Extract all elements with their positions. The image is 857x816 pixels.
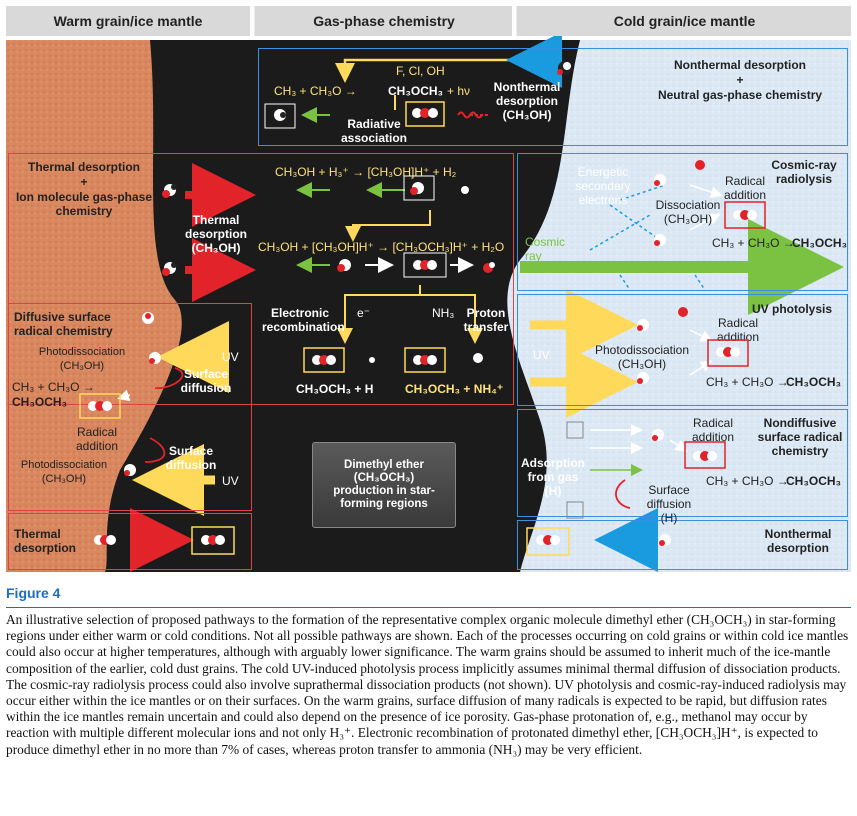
header-cold: Cold grain/ice mantle	[518, 6, 851, 36]
nd-eq-product: CH₃OCH₃	[786, 474, 842, 488]
warm-eq-line2: CH₃OCH₃	[12, 395, 68, 409]
center-info-text: Dimethyl ether (CH₃OCH₃) production in s…	[333, 459, 435, 510]
uv-cold-label: UV	[533, 348, 550, 362]
thermal-ion-title-1: Thermal desorption	[27, 160, 140, 174]
adsorption-label: Adsorption from gas (H)	[521, 456, 585, 498]
box-nonthermal-neutral	[258, 48, 848, 146]
center-info-box: Dimethyl ether (CH₃OCH₃) production in s…	[312, 442, 456, 528]
cosmic-ray-title: Cosmic-ray radiolysis	[771, 158, 837, 186]
electronic-recombination: Electronic recombination	[262, 306, 345, 334]
diagram: Warm grain/ice mantle Gas-phase chemistr…	[6, 6, 851, 572]
box-nonthermal-bottom	[517, 520, 848, 570]
cr-eq-product: CH₃OCH₃	[792, 236, 848, 250]
top-eq-left: CH₃ + CH₃O →	[274, 84, 357, 98]
warm-eq-line1: CH₃ + CH₃O →	[12, 380, 95, 394]
warm-radical-addition: Radical addition	[75, 425, 119, 453]
cold-top-title-3: Neutral gas-phase chemistry	[657, 88, 823, 102]
product-right: CH₃OCH₃ + NH₄⁺	[405, 382, 504, 396]
header-warm: Warm grain/ice mantle	[6, 6, 250, 36]
radiative-association-label: Radiative association	[340, 117, 408, 145]
gas-eq1: CH₃OH + H₃⁺ → [CH₃OH]H⁺ + H₂	[275, 165, 457, 179]
figure-caption: Figure 4 An illustrative selection of pr…	[6, 585, 851, 758]
cold-top-title-1: Nonthermal desorption	[673, 58, 806, 72]
box-cosmic-ray	[517, 153, 848, 291]
gas-eq2: CH₃OH + [CH₃OH]H⁺ → [CH₃OCH₃]H⁺ + H₂O	[258, 240, 505, 254]
cosmic-ray-label: Cosmic ray	[525, 235, 566, 263]
box-thermal-desorption	[8, 513, 252, 570]
thermal-ion-title-2: +	[80, 175, 88, 189]
product-left: CH₃OCH₃ + H	[296, 382, 374, 396]
box-uv-photolysis	[517, 294, 848, 406]
header-gas: Gas-phase chemistry	[256, 6, 512, 36]
uv-top: UV	[222, 350, 239, 364]
nonthermal-ch3oh-label: Nonthermal desorption (CH₃OH)	[493, 80, 561, 122]
surface-diffusion-h: Surface diffusion (H)	[646, 483, 692, 525]
cold-top-title-2: +	[736, 73, 744, 87]
photodiss-cold: Photodissociation (CH₃OH)	[594, 343, 690, 371]
nd-eq-prefix: CH₃ + CH₃O →	[706, 474, 789, 488]
thermal-desorption-title: Thermal desorption	[14, 527, 76, 555]
reagents-label: F, Cl, OH	[396, 64, 445, 78]
radical-addition-cr: Radical addition	[723, 174, 767, 202]
photodiss-top: Photodissociation (CH₃OH)	[38, 346, 126, 372]
box-thermal-ion	[8, 153, 514, 405]
top-eq-right: + hν	[447, 84, 471, 98]
nonthermal-desorption-bottom: Nonthermal desorption	[764, 527, 832, 555]
dissociation-label: Dissociation (CH₃OH)	[655, 198, 721, 226]
figure-label: Figure 4	[6, 585, 61, 601]
thermal-ion-title-3: Ion molecule gas-phase chemistry	[15, 190, 153, 218]
diffusive-title: Diffusive surface radical chemistry	[14, 310, 113, 338]
radical-addition-uv: Radical addition	[716, 316, 760, 344]
thermal-desorption-ch3oh: Thermal desorption (CH₃OH)	[185, 213, 247, 255]
uv-eq-product: CH₃OCH₃	[786, 375, 842, 389]
top-eq-product: CH₃OCH₃	[388, 84, 444, 98]
nondiffusive-title: Nondiffusive surface radical chemistry	[757, 416, 843, 458]
surface-diffusion-bottom: Surface diffusion	[165, 444, 217, 472]
box-nondiffusive	[517, 409, 848, 517]
energetic-electrons: Energetic secondary electrons	[575, 165, 631, 207]
surface-diffusion-top: Surface diffusion	[180, 367, 232, 395]
radical-addition-nd: Radical addition	[691, 416, 735, 444]
uv-eq-prefix: CH₃ + CH₃O →	[706, 375, 789, 389]
nh3-label: NH₃	[432, 306, 455, 320]
box-diffusive	[8, 303, 252, 511]
caption-text: An illustrative selection of proposed pa…	[6, 612, 849, 757]
photodiss-bottom: Photodissociation (CH₃OH)	[20, 459, 108, 485]
uv-bottom: UV	[222, 474, 239, 488]
uv-photolysis-title: UV photolysis	[752, 302, 833, 316]
caption-rule	[6, 607, 851, 608]
electron-label: e⁻	[357, 306, 371, 320]
proton-transfer: Proton transfer	[463, 306, 509, 334]
cr-eq-prefix: CH₃ + CH₃O →	[712, 236, 795, 250]
